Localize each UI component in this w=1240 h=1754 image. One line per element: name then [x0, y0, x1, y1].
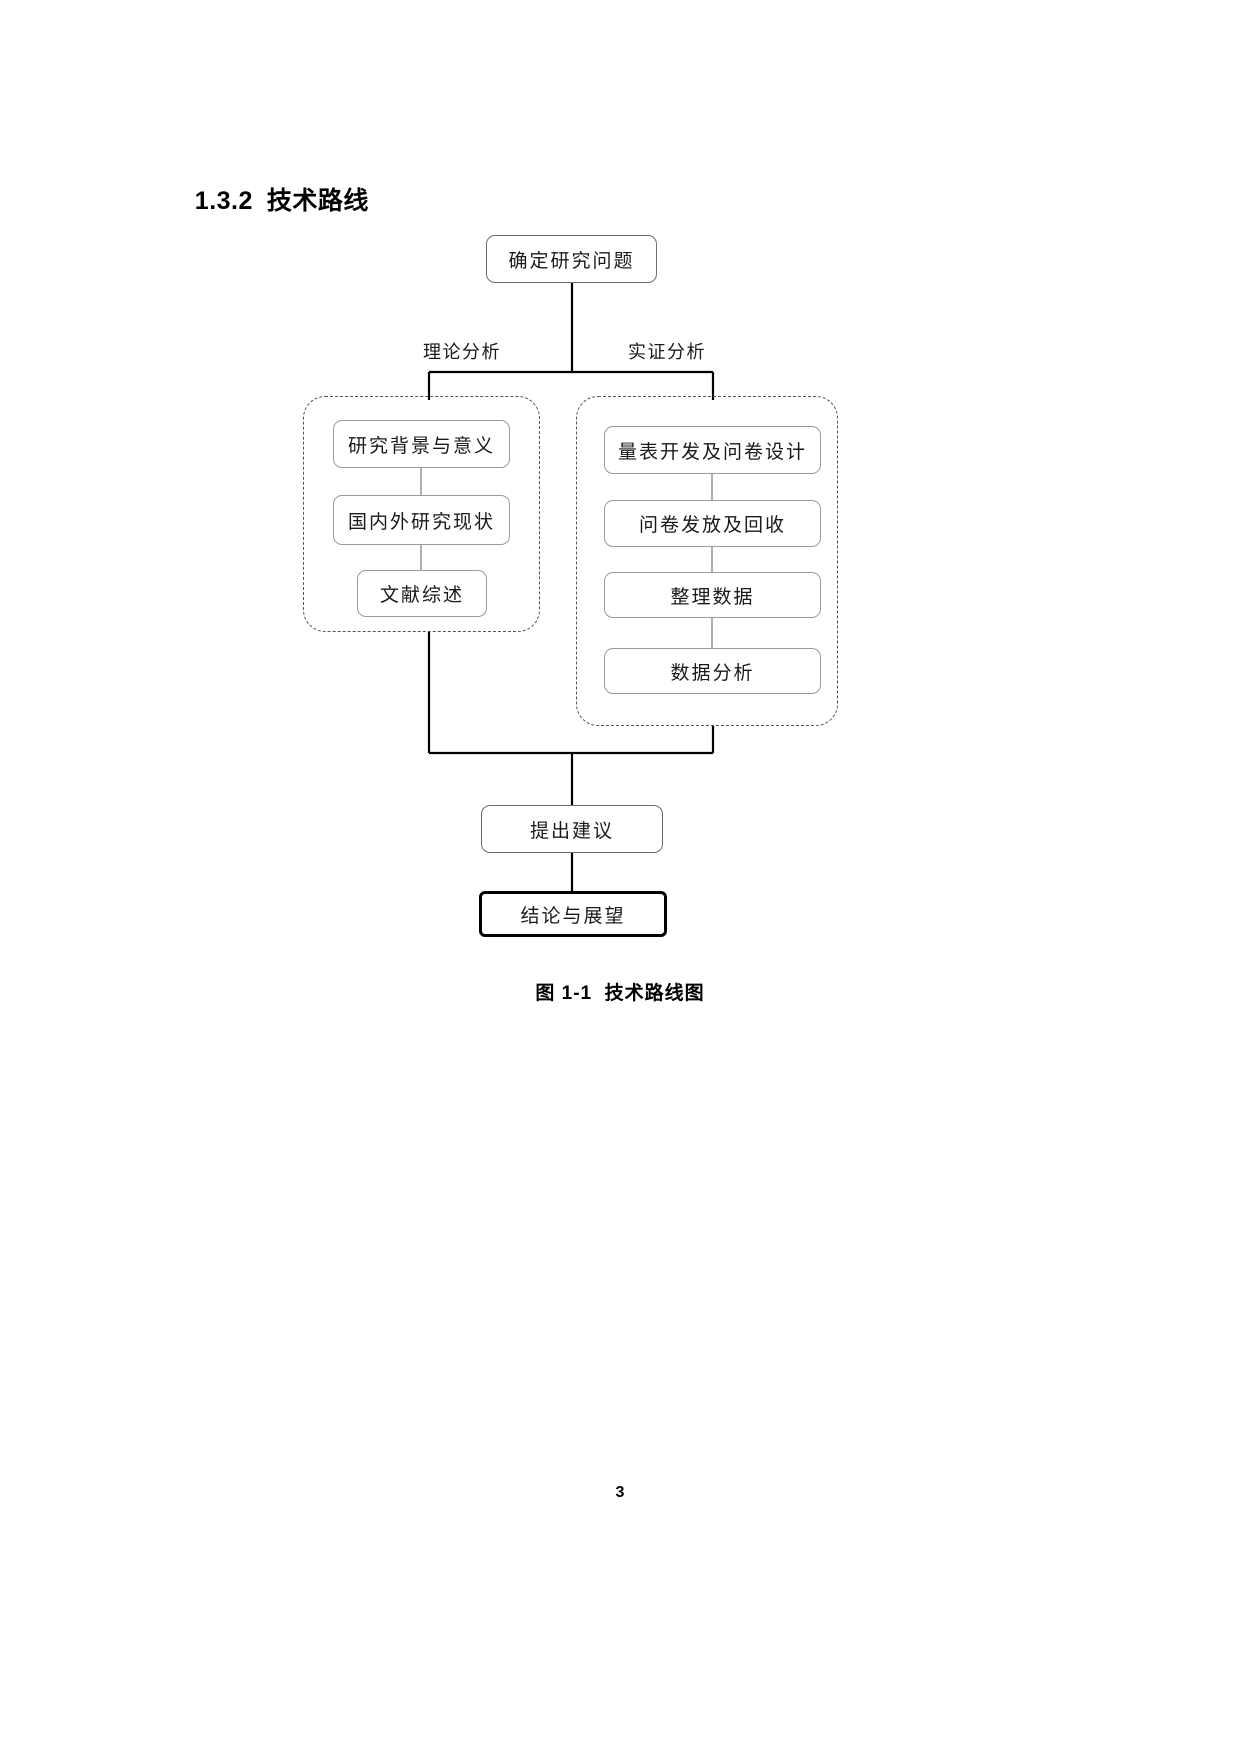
node-label: 提出建议	[529, 820, 614, 842]
node-label: 问卷发放及回收	[638, 515, 786, 536]
node-questionnaire-distribution-collection[interactable]: 问卷发放及回收	[604, 500, 821, 547]
node-make-suggestions[interactable]: 提出建议	[481, 805, 663, 853]
node-domestic-foreign-research-status[interactable]: 国内外研究现状	[333, 495, 510, 545]
node-label: 研究背景与意义	[347, 435, 495, 457]
node-label: 文献综述	[379, 585, 464, 606]
node-label: 量表开发及问卷设计	[617, 441, 807, 463]
flowchart-connectors	[420, 283, 715, 891]
heading-number: 1.3.2	[194, 187, 253, 215]
group-theoretical-analysis	[303, 396, 540, 632]
page-number: 3	[615, 1484, 625, 1501]
figure-caption: 图 1-1 技术路线图	[535, 983, 705, 1004]
node-organize-data[interactable]: 整理数据	[604, 572, 821, 618]
node-data-analysis[interactable]: 数据分析	[604, 648, 821, 694]
node-label: 数据分析	[670, 662, 755, 684]
node-label: 结论与展望	[520, 905, 626, 927]
section-heading: 1.3.2 技术路线	[165, 152, 369, 246]
group-empirical-analysis	[576, 396, 838, 726]
edge-label-empirical-analysis: 实证分析	[628, 342, 706, 362]
node-label: 国内外研究现状	[347, 511, 495, 533]
node-conclusion-outlook[interactable]: 结论与展望	[479, 891, 667, 937]
node-literature-review[interactable]: 文献综述	[357, 570, 487, 617]
technical-roadmap-flowchart: 确定研究问题 理论分析 实证分析 研究背景与意义 国内外研究现状 文献综述 量表…	[303, 235, 838, 937]
node-research-background-significance[interactable]: 研究背景与意义	[333, 420, 510, 468]
heading-title: 技术路线	[266, 187, 369, 215]
node-label: 确定研究问题	[508, 250, 635, 272]
node-label: 整理数据	[670, 586, 755, 608]
edge-label-theoretical-analysis: 理论分析	[423, 342, 501, 362]
node-determine-research-question[interactable]: 确定研究问题	[486, 235, 657, 283]
node-scale-development-questionnaire-design[interactable]: 量表开发及问卷设计	[604, 426, 821, 474]
